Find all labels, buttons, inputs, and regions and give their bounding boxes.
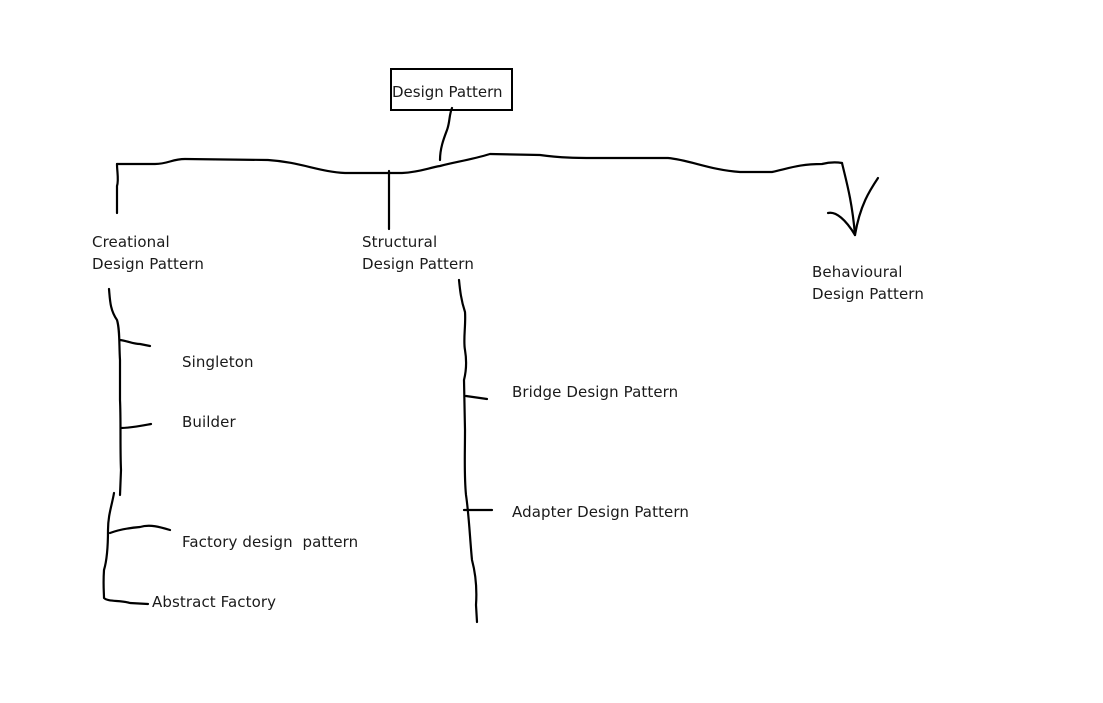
bridge-tick <box>464 394 489 401</box>
behavioural-category-label: Behavioural Design Pattern <box>812 261 924 305</box>
creational-label-line1: Creational <box>92 233 170 251</box>
structural-item-bridge: Bridge Design Pattern <box>512 383 679 401</box>
creational-drop <box>115 162 119 215</box>
factory-tick <box>108 524 172 535</box>
main-branch <box>115 152 844 175</box>
creational-item-singleton: Singleton <box>182 353 254 371</box>
singleton-tick <box>118 338 152 348</box>
structural-spine <box>457 278 479 624</box>
creational-label-line2: Design Pattern <box>92 255 204 273</box>
structural-label-line2: Design Pattern <box>362 255 474 273</box>
behavioural-label-line1: Behavioural <box>812 263 903 281</box>
root-label: Design Pattern <box>392 83 503 101</box>
creational-category-label: Creational Design Pattern <box>92 231 204 275</box>
behavioural-label-line2: Design Pattern <box>812 285 924 303</box>
root-stem <box>438 106 454 162</box>
creational-item-factory: Factory design pattern <box>182 533 359 551</box>
behavioural-arrow-right <box>853 176 880 237</box>
structural-label-line1: Structural <box>362 233 438 251</box>
creational-item-abstract-factory: Abstract Factory <box>152 593 277 611</box>
creational-spine-lower <box>102 491 150 606</box>
builder-tick <box>119 422 153 430</box>
creational-item-builder: Builder <box>182 413 236 431</box>
behavioural-arrow-left <box>826 211 857 237</box>
structural-item-adapter: Adapter Design Pattern <box>512 503 689 521</box>
creational-spine <box>107 287 123 497</box>
structural-category-label: Structural Design Pattern <box>362 231 474 275</box>
behavioural-drop <box>840 161 857 237</box>
